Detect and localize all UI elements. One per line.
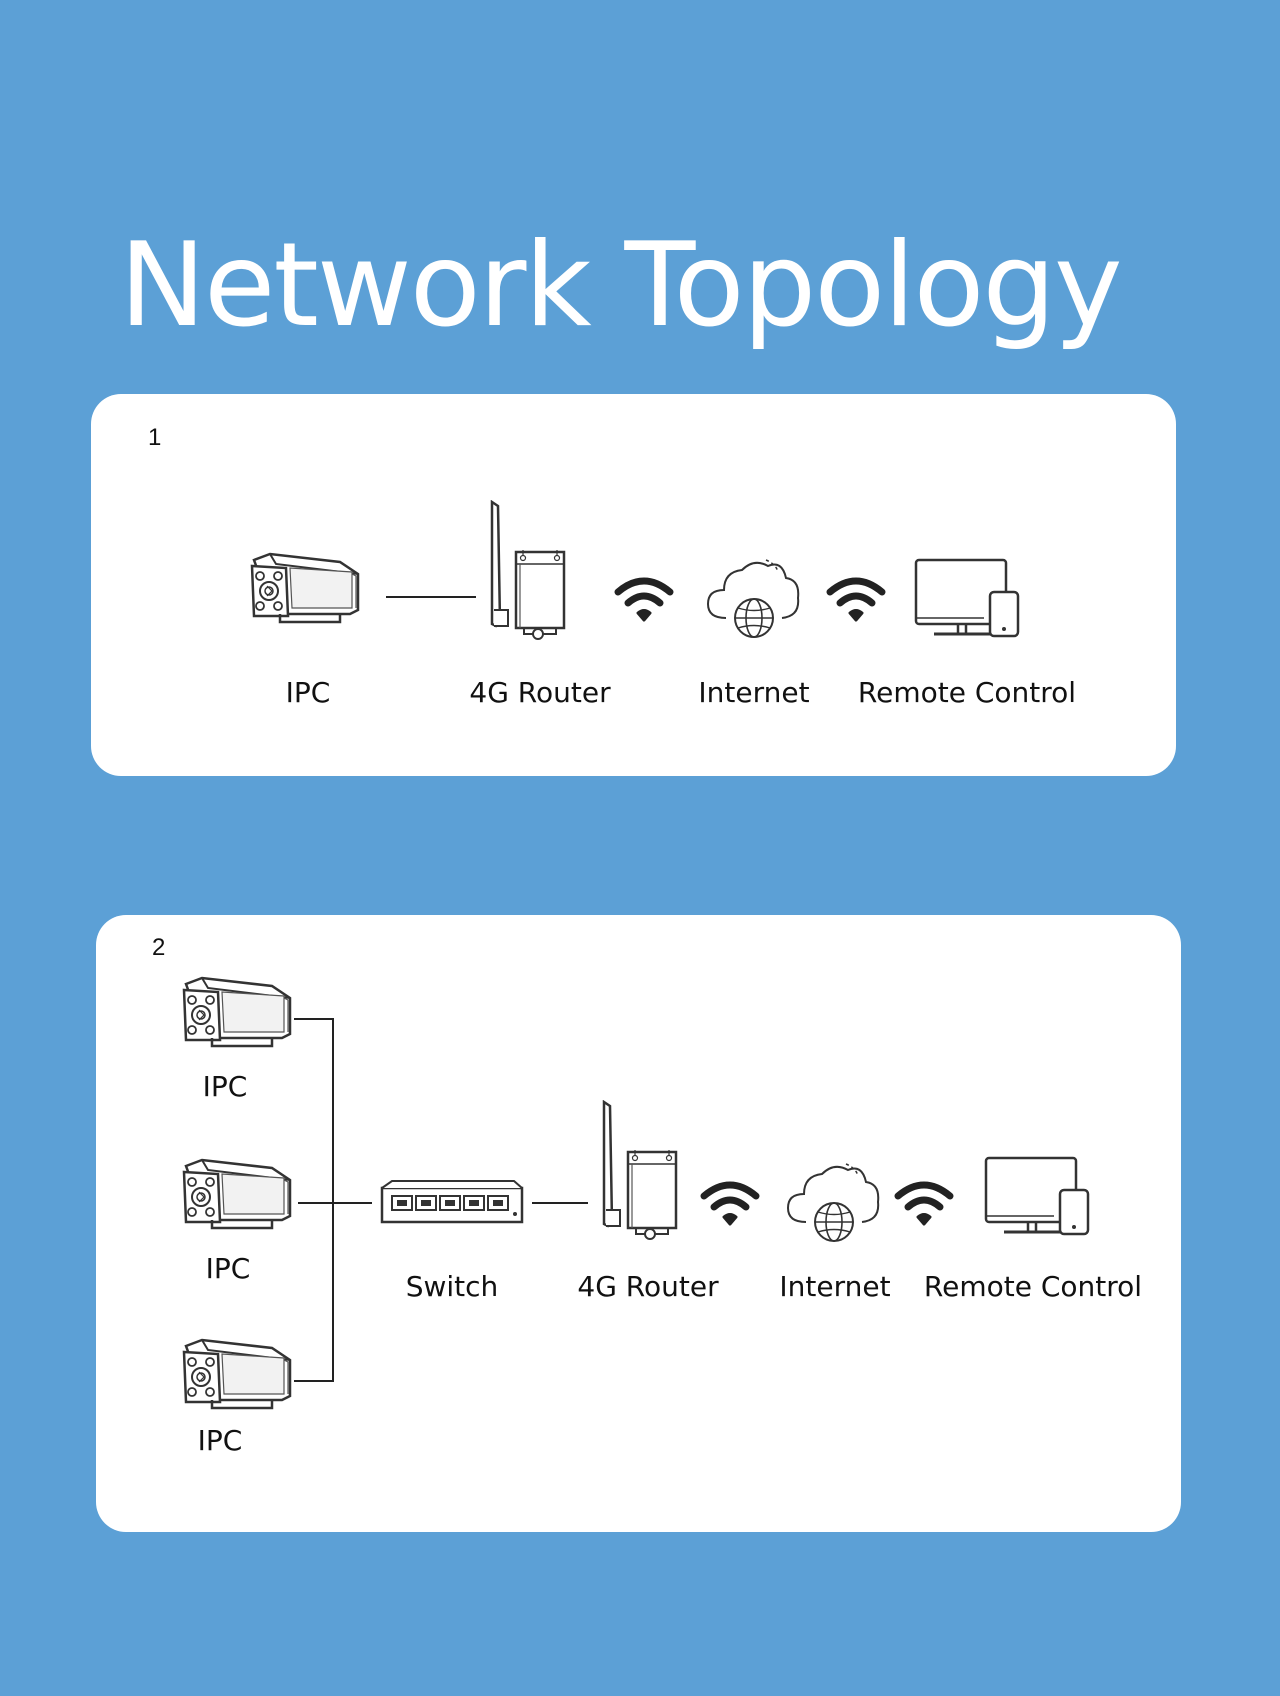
- page-title: Network Topology: [119, 217, 1122, 353]
- ipc-camera-icon: [172, 1338, 298, 1418]
- connection-line: [386, 596, 476, 598]
- diagram-number-2: 2: [152, 934, 166, 961]
- wifi-icon: [894, 1180, 954, 1228]
- label-ipc: IPC: [285, 676, 331, 709]
- ipc-camera-icon: [240, 552, 366, 632]
- label-ipc-1: IPC: [202, 1070, 248, 1103]
- remote-control-devices-icon: [984, 1156, 1092, 1238]
- wifi-icon: [700, 1180, 760, 1228]
- wifi-icon: [826, 576, 886, 624]
- label-4g-router: 4G Router: [469, 676, 611, 709]
- label-internet: Internet: [698, 676, 810, 709]
- network-switch-icon: [380, 1180, 524, 1226]
- diagram-number-1: 1: [148, 424, 162, 451]
- ipc-camera-icon: [172, 976, 298, 1056]
- router-4g-icon: [478, 500, 574, 642]
- remote-control-devices-icon: [914, 558, 1022, 640]
- router-4g-icon: [590, 1100, 686, 1242]
- internet-cloud-icon: [782, 1162, 886, 1244]
- connection-line: [294, 1018, 334, 1020]
- ipc-camera-icon: [172, 1158, 298, 1238]
- connection-line: [294, 1380, 334, 1382]
- wifi-icon: [614, 576, 674, 624]
- label-remote-control: Remote Control: [857, 676, 1077, 709]
- connection-line: [332, 1018, 334, 1382]
- label-ipc-3: IPC: [197, 1424, 243, 1457]
- label-ipc-2: IPC: [205, 1252, 251, 1285]
- label-4g-router: 4G Router: [577, 1270, 719, 1303]
- connection-line: [298, 1202, 372, 1204]
- label-internet: Internet: [779, 1270, 891, 1303]
- label-remote-control: Remote Control: [923, 1270, 1143, 1303]
- connection-line: [532, 1202, 588, 1204]
- label-switch: Switch: [405, 1270, 499, 1303]
- internet-cloud-icon: [702, 558, 806, 640]
